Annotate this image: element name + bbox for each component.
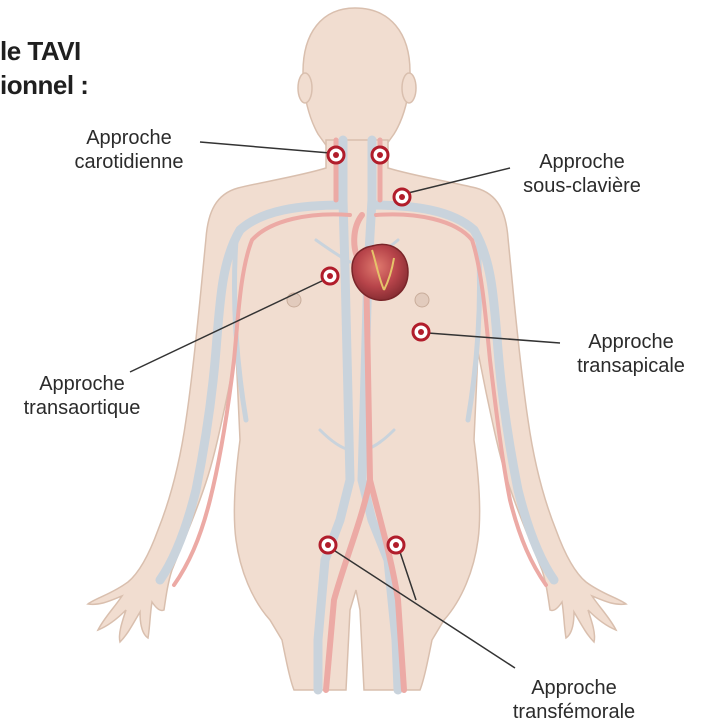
label-transapical-line2: transapicale: [566, 354, 696, 378]
label-transapical-line1: Approche: [566, 330, 696, 354]
body-silhouette: [88, 8, 626, 690]
label-carotid-line2: carotidienne: [58, 150, 200, 174]
head: [303, 8, 410, 148]
marker-transfemoral-right: [388, 537, 404, 553]
leader-carotid: [200, 142, 330, 153]
marker-transfemoral-left: [320, 537, 336, 553]
marker-carotid-right: [372, 147, 388, 163]
label-transaortic-line1: Approche: [2, 372, 162, 396]
marker-carotid-left: [328, 147, 344, 163]
title-line-1: le TAVI: [0, 34, 88, 68]
label-subclavian-line2: sous-clavière: [512, 174, 652, 198]
label-transfemoral-line1: Approche: [504, 676, 644, 700]
right-ear: [402, 73, 416, 103]
label-transfemoral-line2: transfémorale: [504, 700, 644, 724]
label-transaortic: Approche transaortique: [2, 372, 162, 420]
right-nipple: [415, 293, 429, 307]
marker-subclavian: [394, 189, 410, 205]
label-carotid-line1: Approche: [58, 126, 200, 150]
marker-transapical: [413, 324, 429, 340]
left-nipple: [287, 293, 301, 307]
title-line-2: ionnel :: [0, 68, 88, 102]
left-ear: [298, 73, 312, 103]
diagram-title: le TAVI ionnel :: [0, 34, 88, 102]
label-transfemoral: Approche transfémorale: [504, 676, 644, 724]
label-subclavian-line1: Approche: [512, 150, 652, 174]
label-subclavian: Approche sous-clavière: [512, 150, 652, 198]
label-transaortic-line2: transaortique: [2, 396, 162, 420]
marker-transaortic: [322, 268, 338, 284]
label-carotid: Approche carotidienne: [58, 126, 200, 174]
label-transapical: Approche transapicale: [566, 330, 696, 378]
